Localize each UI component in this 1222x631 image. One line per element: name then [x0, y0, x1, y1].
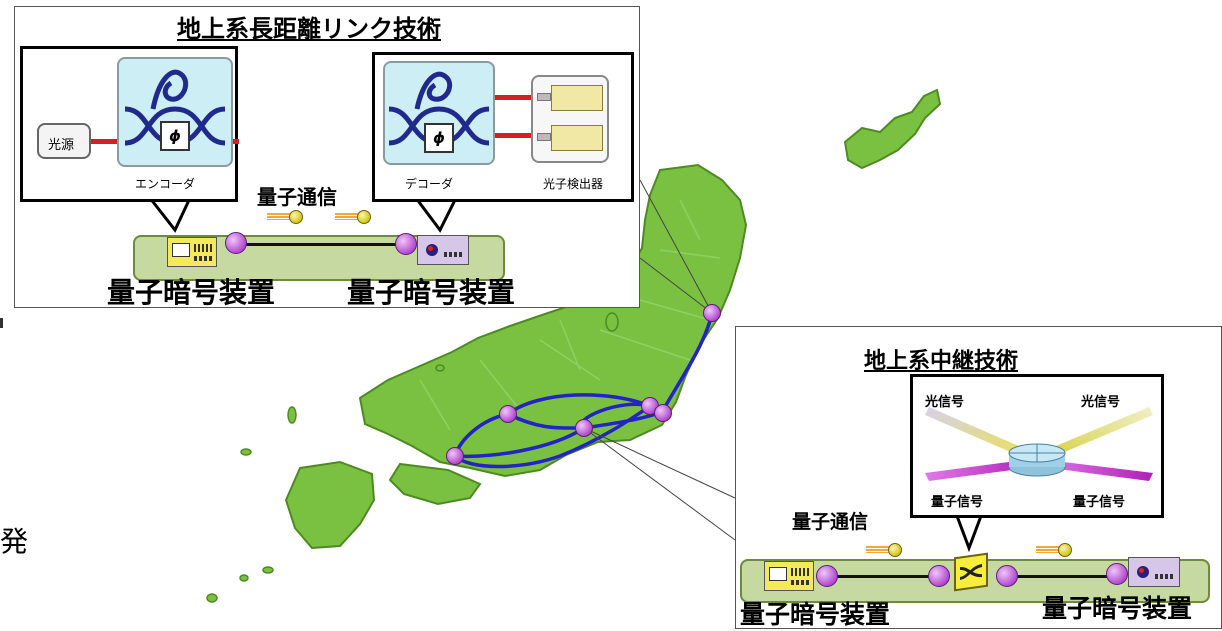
light-source-label: 光源 [48, 138, 75, 153]
node-right [1106, 563, 1128, 585]
node-right [395, 233, 417, 255]
crypto-device-right [1128, 557, 1180, 587]
link-north [660, 312, 714, 413]
crypto-device-label-left: 量子暗号装置 [740, 600, 891, 629]
fiber-red [495, 95, 533, 100]
kyushu-island [284, 460, 376, 550]
relay-signal-callout: 光信号 光信号 量子信号 量子信号 [910, 374, 1164, 518]
optical-signal-label-right: 光信号 [1081, 395, 1121, 410]
quantum-comm-label-top: 量子通信 [257, 185, 337, 209]
map-node-tokyo-b [654, 404, 672, 422]
panel-bottom-title: 地上系中継技術 [864, 349, 1019, 374]
photon-icon [888, 543, 902, 557]
photodetector-label: 光子検出器 [543, 177, 604, 191]
photodetector-icon [551, 125, 603, 151]
node-left [816, 565, 838, 587]
crypto-device-label-left: 量子暗号装置 [107, 276, 276, 309]
source-box: 光源 [37, 123, 91, 159]
map-node-west [446, 447, 464, 465]
hokkaido-island [843, 88, 942, 170]
quantum-signal-label-right: 量子信号 [1073, 495, 1126, 510]
fiber-link [824, 575, 934, 578]
photodetector-frame [531, 75, 609, 163]
encoder-interferometer: ϕ [117, 57, 233, 167]
edge-mark [0, 318, 3, 328]
phase-shifter-icon: ϕ [160, 121, 190, 151]
shikoku-island [388, 462, 482, 506]
node-left [225, 232, 247, 254]
map-node-central [499, 405, 517, 423]
signal-combiner-diagram [925, 407, 1153, 481]
map-node-north [703, 304, 721, 322]
optical-signal-label-left: 光信号 [925, 395, 965, 410]
photon-trail [866, 546, 892, 553]
crypto-device-left [764, 561, 814, 591]
phase-shifter-icon: ϕ [424, 123, 454, 153]
quantum-comm-label-bottom: 量子通信 [792, 511, 869, 533]
photon-icon [1058, 543, 1072, 557]
fiber-red [91, 139, 121, 144]
decoder-callout: ϕ デコーダ 光子検出器 [372, 52, 634, 202]
fiber-link [245, 243, 405, 246]
node-relay-left [928, 565, 950, 587]
callout-pointers-top [146, 196, 459, 233]
relay-switch-icon [954, 552, 988, 592]
photon-trail [1036, 546, 1062, 553]
crypto-device-label-right: 量子暗号装置 [347, 276, 516, 309]
decoder-label: デコーダ [405, 177, 454, 191]
fiber-red [233, 139, 239, 144]
photodetector-icon [551, 85, 603, 111]
encoder-label: エンコーダ [135, 177, 196, 191]
photon-trail [335, 213, 361, 220]
photon-icon [289, 210, 303, 224]
panel-top-title: 地上系長距離リンク技術 [177, 15, 441, 43]
map-node-south [575, 419, 593, 437]
fiber-link [1008, 575, 1114, 578]
node-relay-right [996, 565, 1018, 587]
crypto-device-left [167, 237, 217, 267]
edge-fragment-text: 発 [0, 525, 29, 558]
photon-icon [357, 210, 371, 224]
fiber-red [495, 133, 533, 138]
quantum-signal-label-left: 量子信号 [931, 495, 984, 510]
encoder-callout: 光源 ϕ エンコーダ [20, 46, 239, 202]
decoder-interferometer: ϕ [383, 61, 495, 165]
crypto-device-label-right: 量子暗号装置 [1042, 594, 1193, 623]
photon-trail [267, 213, 293, 220]
crypto-device-right [417, 235, 469, 265]
